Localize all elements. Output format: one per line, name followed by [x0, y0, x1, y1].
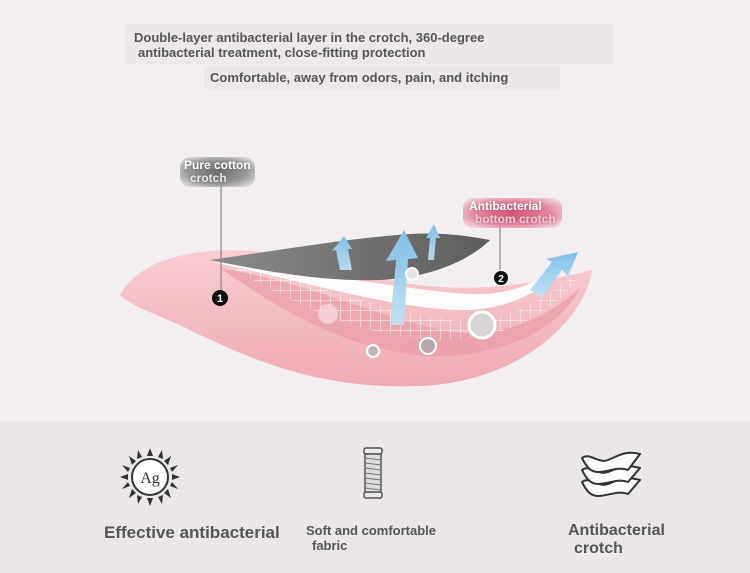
marker-1: 1	[212, 290, 228, 306]
feature-3-line-1: Antibacterial	[568, 522, 665, 539]
fabric-layers-icon	[581, 451, 641, 497]
airflow-arrow-2	[386, 230, 418, 325]
bacteria-particle	[467, 310, 497, 340]
airflow-arrow-3	[426, 224, 440, 260]
silver-ion-badge-icon: Ag	[120, 448, 180, 506]
headline-line-2: antibacterial treatment, close-fitting p…	[138, 45, 426, 60]
pure-cotton-label-line-1: Pure cotton	[184, 158, 251, 172]
airflow-arrows	[332, 224, 578, 325]
feature-3-line-2: crotch	[574, 540, 623, 557]
bacteria-particle	[405, 267, 419, 281]
feature-1-line-1: Effective antibacterial	[104, 523, 280, 542]
subheadline: Comfortable, away from odors, pain, and …	[204, 66, 560, 89]
headline-line-1: Double-layer antibacterial layer in the …	[134, 30, 485, 45]
pure-cotton-label: Pure cotton crotch	[180, 157, 255, 187]
crotch-layer-diagram: 1 2	[120, 182, 592, 387]
marker-1-text: 1	[217, 293, 223, 305]
marker-2-text: 2	[498, 274, 504, 285]
antibacterial-label-line-1: Antibacterial	[469, 199, 542, 213]
thread-spool-icon	[363, 447, 383, 499]
gray-cotton-layer	[210, 233, 490, 281]
feature-antibacterial-crotch: Antibacterial crotch	[568, 522, 665, 558]
bacteria-particle	[366, 344, 380, 358]
airflow-arrow-1	[332, 236, 352, 270]
feature-2-line-1: Soft and comfortable	[306, 523, 437, 538]
feature-2-line-2: fabric	[312, 538, 348, 553]
silver-ion-badge-text: Ag	[140, 470, 160, 487]
airflow-arrow-4	[530, 252, 578, 298]
antibacterial-label: Antibacterial bottom crotch	[463, 198, 562, 228]
feature-effective-antibacterial: Effective antibacterial	[104, 523, 280, 543]
headline: Double-layer antibacterial layer in the …	[126, 24, 614, 64]
pure-cotton-label-line-2: crotch	[190, 171, 227, 185]
antibacterial-label-line-2: bottom crotch	[475, 212, 556, 226]
marker-2: 2	[494, 271, 508, 285]
feature-soft-comfortable-fabric: Soft and comfortable fabric	[306, 523, 436, 553]
bacteria-particle	[419, 337, 437, 355]
bacteria-particle	[318, 304, 338, 324]
bacteria-particles	[318, 267, 497, 358]
white-layer	[212, 258, 575, 311]
